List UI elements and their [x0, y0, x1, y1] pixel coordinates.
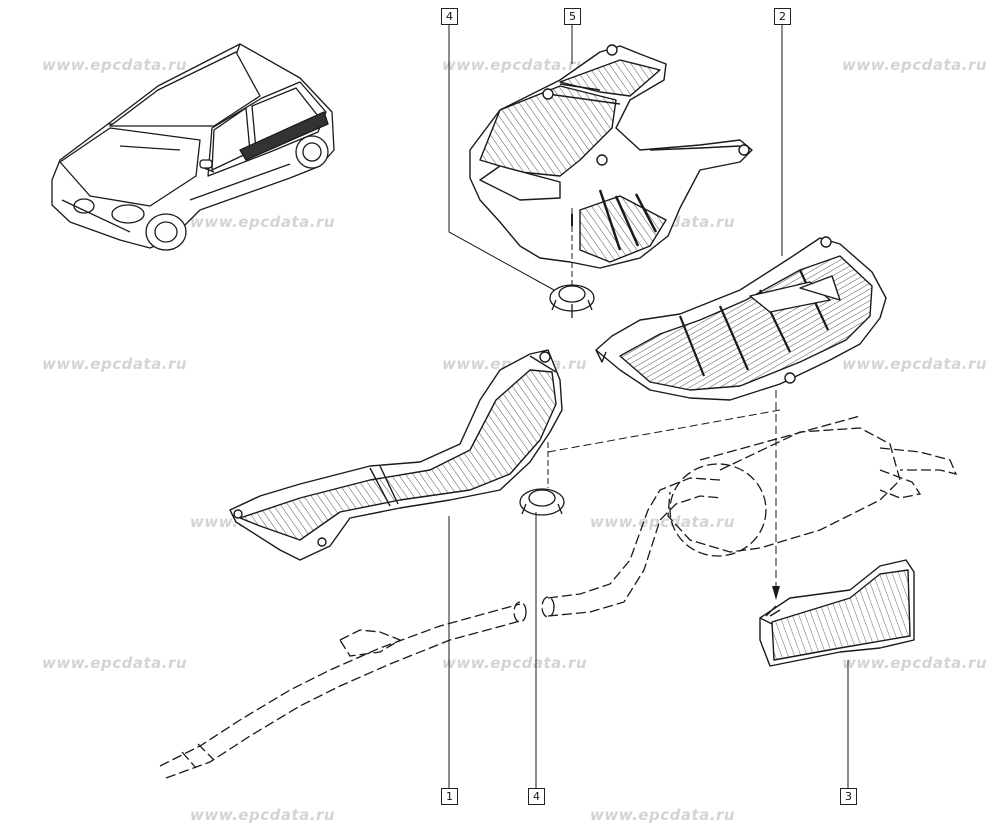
callout-5-top: 5: [564, 8, 581, 25]
clip-upper: [549, 284, 595, 318]
leader-lines: [448, 22, 849, 788]
arrowhead: [772, 586, 780, 600]
callout-1-bottom: 1: [441, 788, 458, 805]
heat-shield-tunnel: [229, 349, 563, 561]
callout-2-top: 2: [774, 8, 791, 25]
car-illustration: [51, 43, 335, 251]
callout-3-bottom: 3: [840, 788, 857, 805]
heat-shield-main: [595, 236, 887, 401]
clip-lower: [519, 488, 565, 516]
heat-shield-rear: [759, 559, 915, 667]
heat-shield-upper: [469, 44, 753, 269]
exhaust-pipe-phantom: [159, 415, 958, 779]
callout-4-top: 4: [441, 8, 458, 25]
callout-4-bottom: 4: [528, 788, 545, 805]
